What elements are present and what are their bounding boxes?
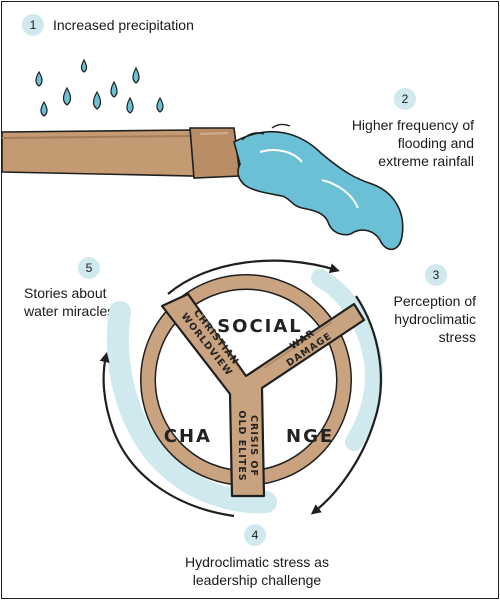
branch-bottom-line-1: CRISIS OF: [248, 415, 259, 477]
raindrops-icon: [35, 58, 164, 117]
step-4-badge: 4: [244, 524, 266, 546]
step-3-line-2: hydroclimatic: [394, 311, 476, 327]
step-2-line-1: Higher frequency of: [351, 117, 474, 133]
step-3-badge: 3: [425, 264, 447, 286]
step-4-line-1: Hydroclimatic stress as: [185, 554, 329, 570]
cycle-arrow-top: [167, 259, 340, 295]
water-flow-icon: [233, 123, 404, 251]
step-5-line-2: water miracles: [24, 303, 115, 319]
step-2-badge: 2: [394, 88, 416, 110]
water-halo-left: [106, 301, 277, 514]
step-4-label: Hydroclimatic stress as leadership chall…: [152, 553, 362, 589]
step-3-line-1: Perception of: [393, 293, 477, 309]
social-change-y: [160, 292, 366, 498]
center-word-cha: CHA: [164, 426, 212, 447]
step-5-line-1: Stories about: [24, 285, 107, 301]
step-5-label: Stories about water miracles: [24, 284, 164, 320]
step-3-label: Perception of hydroclimatic stress: [362, 292, 477, 346]
center-word-social: SOCIAL: [217, 316, 303, 337]
step-5-badge: 5: [78, 257, 100, 279]
step-4-line-2: leadership challenge: [192, 572, 322, 588]
cycle-arrow-left: [99, 352, 235, 518]
step-1-badge: 1: [22, 14, 44, 36]
step-3-line-3: stress: [438, 329, 476, 345]
water-halo-right: [311, 269, 384, 451]
step-1-label: Increased precipitation: [53, 17, 194, 33]
center-word-nge: NGE: [286, 426, 334, 447]
branch-bottom-line-2: OLD ELITES: [236, 410, 247, 481]
step-2-label: Higher frequency of flooding and extreme…: [302, 116, 474, 170]
step-2-line-3: extreme rainfall: [378, 153, 474, 169]
pipe-icon: [2, 127, 241, 179]
step-2-line-2: flooding and: [397, 135, 474, 151]
cycle-arrow-right: [310, 295, 382, 515]
